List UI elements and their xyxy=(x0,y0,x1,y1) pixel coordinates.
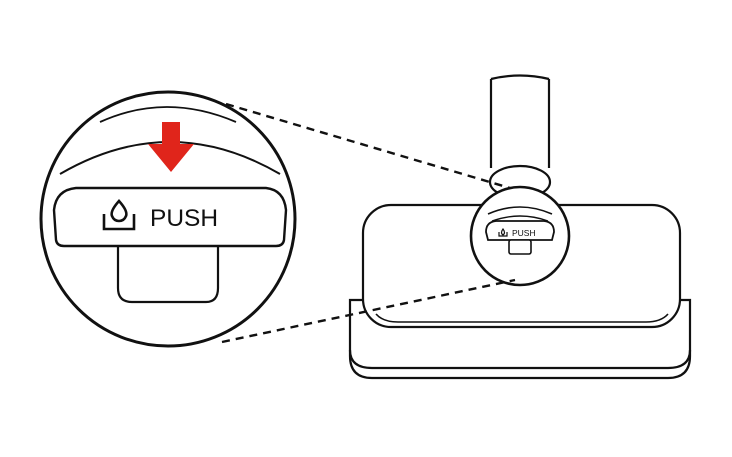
detail-push-label: PUSH xyxy=(512,228,536,238)
zoom-button-tab xyxy=(116,245,220,304)
red-down-arrow-icon xyxy=(148,122,194,172)
zoom-push-label: PUSH xyxy=(150,205,218,232)
zoom-circle: PUSH xyxy=(39,90,297,348)
detail-water-icon xyxy=(498,227,508,237)
device-handle xyxy=(489,74,551,168)
water-drop-tray-icon xyxy=(102,199,136,231)
detail-button-tab xyxy=(508,239,532,255)
zoom-push-button xyxy=(52,186,288,248)
detail-circle: PUSH xyxy=(469,185,571,287)
callout-lines xyxy=(221,102,516,344)
